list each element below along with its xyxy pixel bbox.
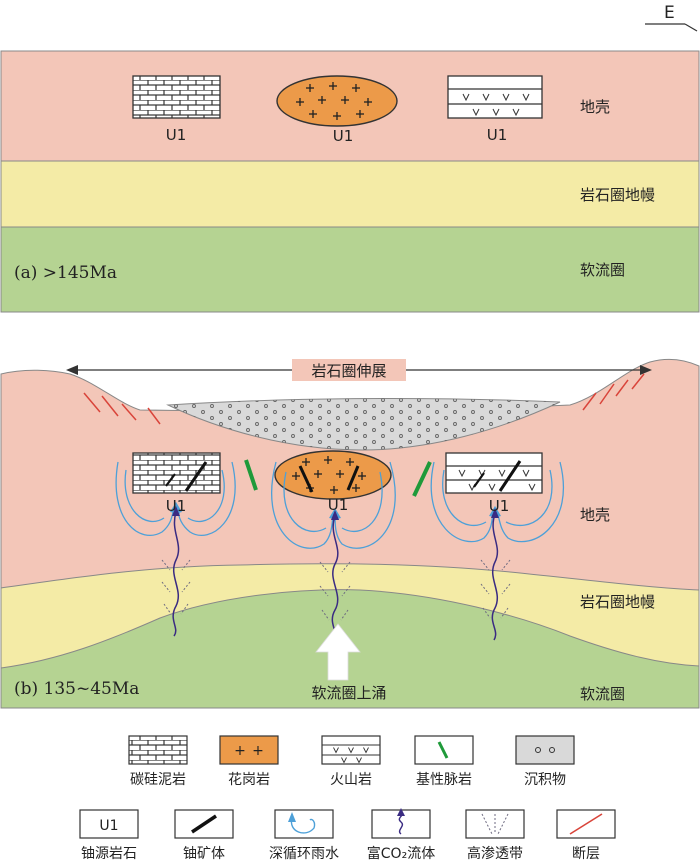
uranium-source-label: U1	[166, 497, 187, 515]
svg-text:沉积物: 沉积物	[524, 772, 566, 788]
svg-text:高渗透带: 高渗透带	[467, 845, 523, 862]
legend-item-mudstone: 碳硅泥岩	[128, 735, 188, 788]
mantle-layer-a	[0, 160, 700, 228]
panel-a-tag: (a) >145Ma	[14, 263, 117, 283]
legend-item-volcanic: 火山岩	[321, 735, 381, 788]
mudstone-block-b	[132, 452, 221, 494]
legend-item-mafic-dike: 基性脉岩	[414, 735, 474, 788]
legend-item-meteoric-water: 深循环雨水	[269, 809, 339, 862]
crust-label-a: 地壳	[580, 98, 610, 116]
svg-text:铀矿体: 铀矿体	[183, 846, 225, 862]
uranium-source-label: U1	[487, 126, 508, 144]
compass-label: E	[664, 3, 675, 23]
co2-fluid-arrows	[172, 506, 499, 520]
svg-text:U1: U1	[99, 818, 118, 834]
asthenosphere-label-b: 软流圈	[580, 685, 625, 703]
compass-east: E	[645, 3, 698, 32]
panel-b: 岩石圈伸展	[0, 359, 700, 709]
svg-text:碳硅泥岩: 碳硅泥岩	[130, 772, 186, 788]
svg-text:基性脉岩: 基性脉岩	[416, 771, 472, 788]
mantle-label-b: 岩石圈地幔	[580, 593, 655, 611]
extension-label: 岩石圈伸展	[311, 362, 386, 380]
svg-text:火山岩: 火山岩	[330, 772, 372, 788]
mafic-dike	[412, 461, 432, 497]
sediment-dots	[168, 398, 560, 450]
meteoric-water-loops	[115, 461, 565, 549]
crust-label-b: 地壳	[580, 506, 610, 524]
granite-body-a	[276, 75, 398, 127]
svg-text:铀源岩石: 铀源岩石	[81, 846, 137, 862]
mudstone-block-a	[132, 75, 221, 119]
upwelling-label: 软流圈上涌	[311, 684, 386, 702]
panel-a: U1 U1 U1 地壳 岩石圈地幔 软流圈 (a) >145Ma	[0, 50, 700, 313]
svg-text:+: +	[234, 743, 246, 759]
legend-item-uranium-source: U1 铀源岩石	[79, 809, 139, 862]
uranium-source-label: U1	[166, 126, 187, 144]
volcanic-block-a	[447, 75, 543, 119]
upwelling-arrow	[315, 623, 361, 681]
svg-text:断层: 断层	[572, 846, 600, 862]
svg-text:富CO₂流体: 富CO₂流体	[367, 845, 435, 862]
asthenosphere-layer-a	[0, 226, 700, 313]
svg-text:深循环雨水: 深循环雨水	[269, 846, 339, 862]
legend-item-sediment: 沉积物	[515, 735, 575, 788]
extension-arrow	[66, 359, 652, 381]
legend-item-fault: 断层	[556, 809, 616, 862]
legend-item-ore-body: 铀矿体	[174, 809, 234, 862]
svg-text:花岗岩: 花岗岩	[228, 772, 270, 788]
legend-item-granite: + + 花岗岩	[219, 735, 279, 788]
uranium-source-label: U1	[489, 497, 510, 515]
svg-text:+: +	[252, 743, 264, 759]
asthenosphere-label-a: 软流圈	[580, 261, 625, 279]
uranium-source-label: U1	[328, 496, 349, 514]
uranium-source-label: U1	[333, 127, 354, 145]
granite-body-b	[274, 450, 392, 500]
fault-lines	[83, 373, 645, 425]
mafic-dike	[244, 459, 258, 491]
legend-item-co2-fluid: 富CO₂流体	[367, 808, 435, 862]
mantle-label-a: 岩石圈地幔	[580, 186, 655, 204]
volcanic-block-b	[445, 452, 543, 494]
legend-item-high-permeability: 高渗透带	[465, 809, 525, 862]
panel-b-tag: (b) 135~45Ma	[14, 679, 139, 699]
co2-fluid-paths	[172, 511, 499, 643]
legend: 碳硅泥岩 + + 花岗岩 火山岩 基性脉岩 沉积物	[79, 735, 616, 862]
